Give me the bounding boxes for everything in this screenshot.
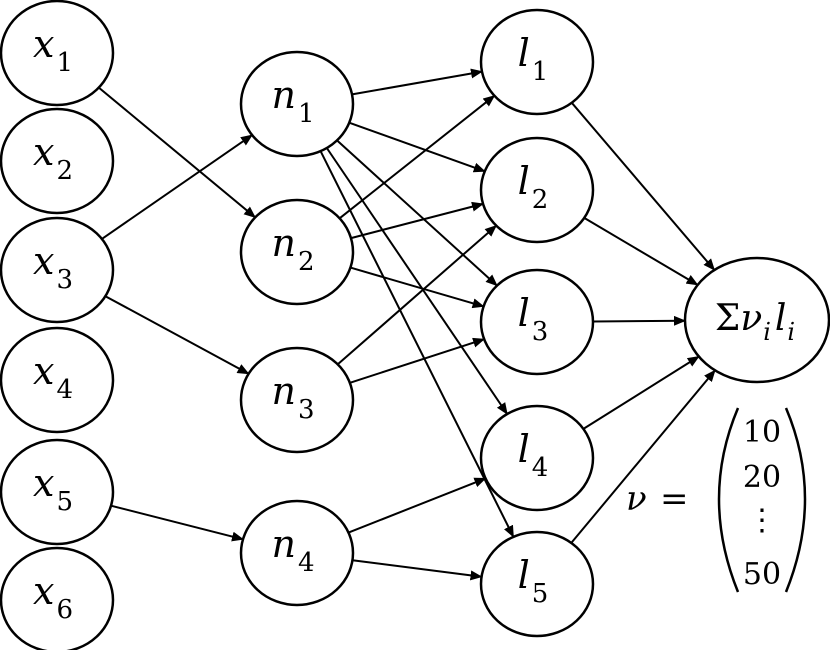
- edge-l1-out: [571, 102, 716, 271]
- node-n2: n2: [239, 198, 355, 306]
- node-x6: x6: [0, 546, 115, 650]
- left-paren: [717, 407, 740, 593]
- node-x1-circle: [0, 0, 115, 107]
- vector-equals: =: [660, 479, 689, 519]
- node-l5: l5: [479, 530, 595, 638]
- node-output-circle: [683, 256, 830, 384]
- node-l4: l4: [479, 404, 595, 512]
- node-x4: x4: [0, 326, 115, 434]
- node-n3: n3: [239, 346, 355, 454]
- node-l1-label: l1: [518, 31, 549, 87]
- edge-n3-l2: [337, 224, 497, 366]
- node-x5-circle: [0, 438, 115, 546]
- edge-l3-out: [592, 315, 686, 326]
- edge-n1-l2: [348, 121, 486, 173]
- edge-n1-l3: [336, 139, 498, 287]
- node-l2-label: l2: [518, 159, 549, 215]
- edge-x1-n2: [98, 86, 256, 219]
- node-x2-label: x2: [33, 130, 73, 186]
- node-n4: n4: [239, 499, 355, 607]
- node-l5-label: l5: [518, 553, 549, 609]
- node-l5-circle: [479, 530, 595, 638]
- edge-l4-out: [582, 355, 700, 430]
- node-x6-circle: [0, 546, 115, 650]
- node-x2-circle: [0, 107, 115, 215]
- node-x1-label: x1: [33, 22, 73, 78]
- node-x5-label: x5: [33, 461, 73, 517]
- node-x2: x2: [0, 107, 115, 215]
- edge-n2-l2: [350, 201, 484, 240]
- node-l1-circle: [479, 8, 595, 116]
- node-x3-label: x3: [33, 239, 73, 295]
- edge-n2-l1: [338, 94, 496, 220]
- node-n2-label: n2: [271, 221, 314, 277]
- node-n4-label: n4: [271, 522, 314, 578]
- node-l1: l1: [479, 8, 595, 116]
- node-x6-label: x6: [33, 569, 73, 625]
- node-x3: x3: [0, 216, 115, 324]
- edge-n1-l4: [325, 147, 509, 415]
- edge-n1-l1: [351, 68, 483, 96]
- node-n1-label: n1: [271, 73, 314, 129]
- vector-symbol: ν: [626, 479, 647, 519]
- edge-n1-l5: [319, 150, 515, 538]
- vector-definition: ν = 10 20 ⋮ 50: [626, 407, 807, 593]
- edges: [98, 68, 716, 581]
- node-x1: x1: [0, 0, 115, 107]
- vector-entry-dots: ⋮: [747, 503, 777, 538]
- node-l4-label: l4: [518, 427, 549, 483]
- edge-n3-l3: [349, 337, 486, 384]
- vector-entry-2: 20: [743, 460, 781, 495]
- node-x4-circle: [0, 326, 115, 434]
- edge-l5-out: [570, 369, 716, 544]
- node-l4-circle: [479, 404, 595, 512]
- edge-n4-l5: [352, 559, 483, 581]
- node-n3-circle: [239, 346, 355, 454]
- edge-l2-out: [583, 217, 699, 286]
- vector-entry-last: 50: [743, 557, 781, 592]
- node-l3-circle: [479, 268, 595, 376]
- node-x3-circle: [0, 216, 115, 324]
- edge-x5-n4: [110, 504, 244, 542]
- node-n1: n1: [239, 50, 355, 158]
- node-x5: x5: [0, 438, 115, 546]
- node-l2: l2: [479, 136, 595, 244]
- node-x4-label: x4: [33, 349, 73, 405]
- node-l2-circle: [479, 136, 595, 244]
- node-l3: l3: [479, 268, 595, 376]
- edge-n4-l4: [348, 477, 487, 534]
- node-n2-circle: [239, 198, 355, 306]
- node-l3-label: l3: [518, 291, 549, 347]
- vector-entry-1: 10: [743, 415, 781, 450]
- node-n4-circle: [239, 499, 355, 607]
- node-n1-circle: [239, 50, 355, 158]
- edge-n2-l3: [350, 266, 485, 309]
- node-n3-label: n3: [271, 369, 314, 425]
- edge-x3-n3: [104, 295, 250, 375]
- right-paren: [784, 407, 807, 593]
- edge-x3-n1: [101, 134, 253, 240]
